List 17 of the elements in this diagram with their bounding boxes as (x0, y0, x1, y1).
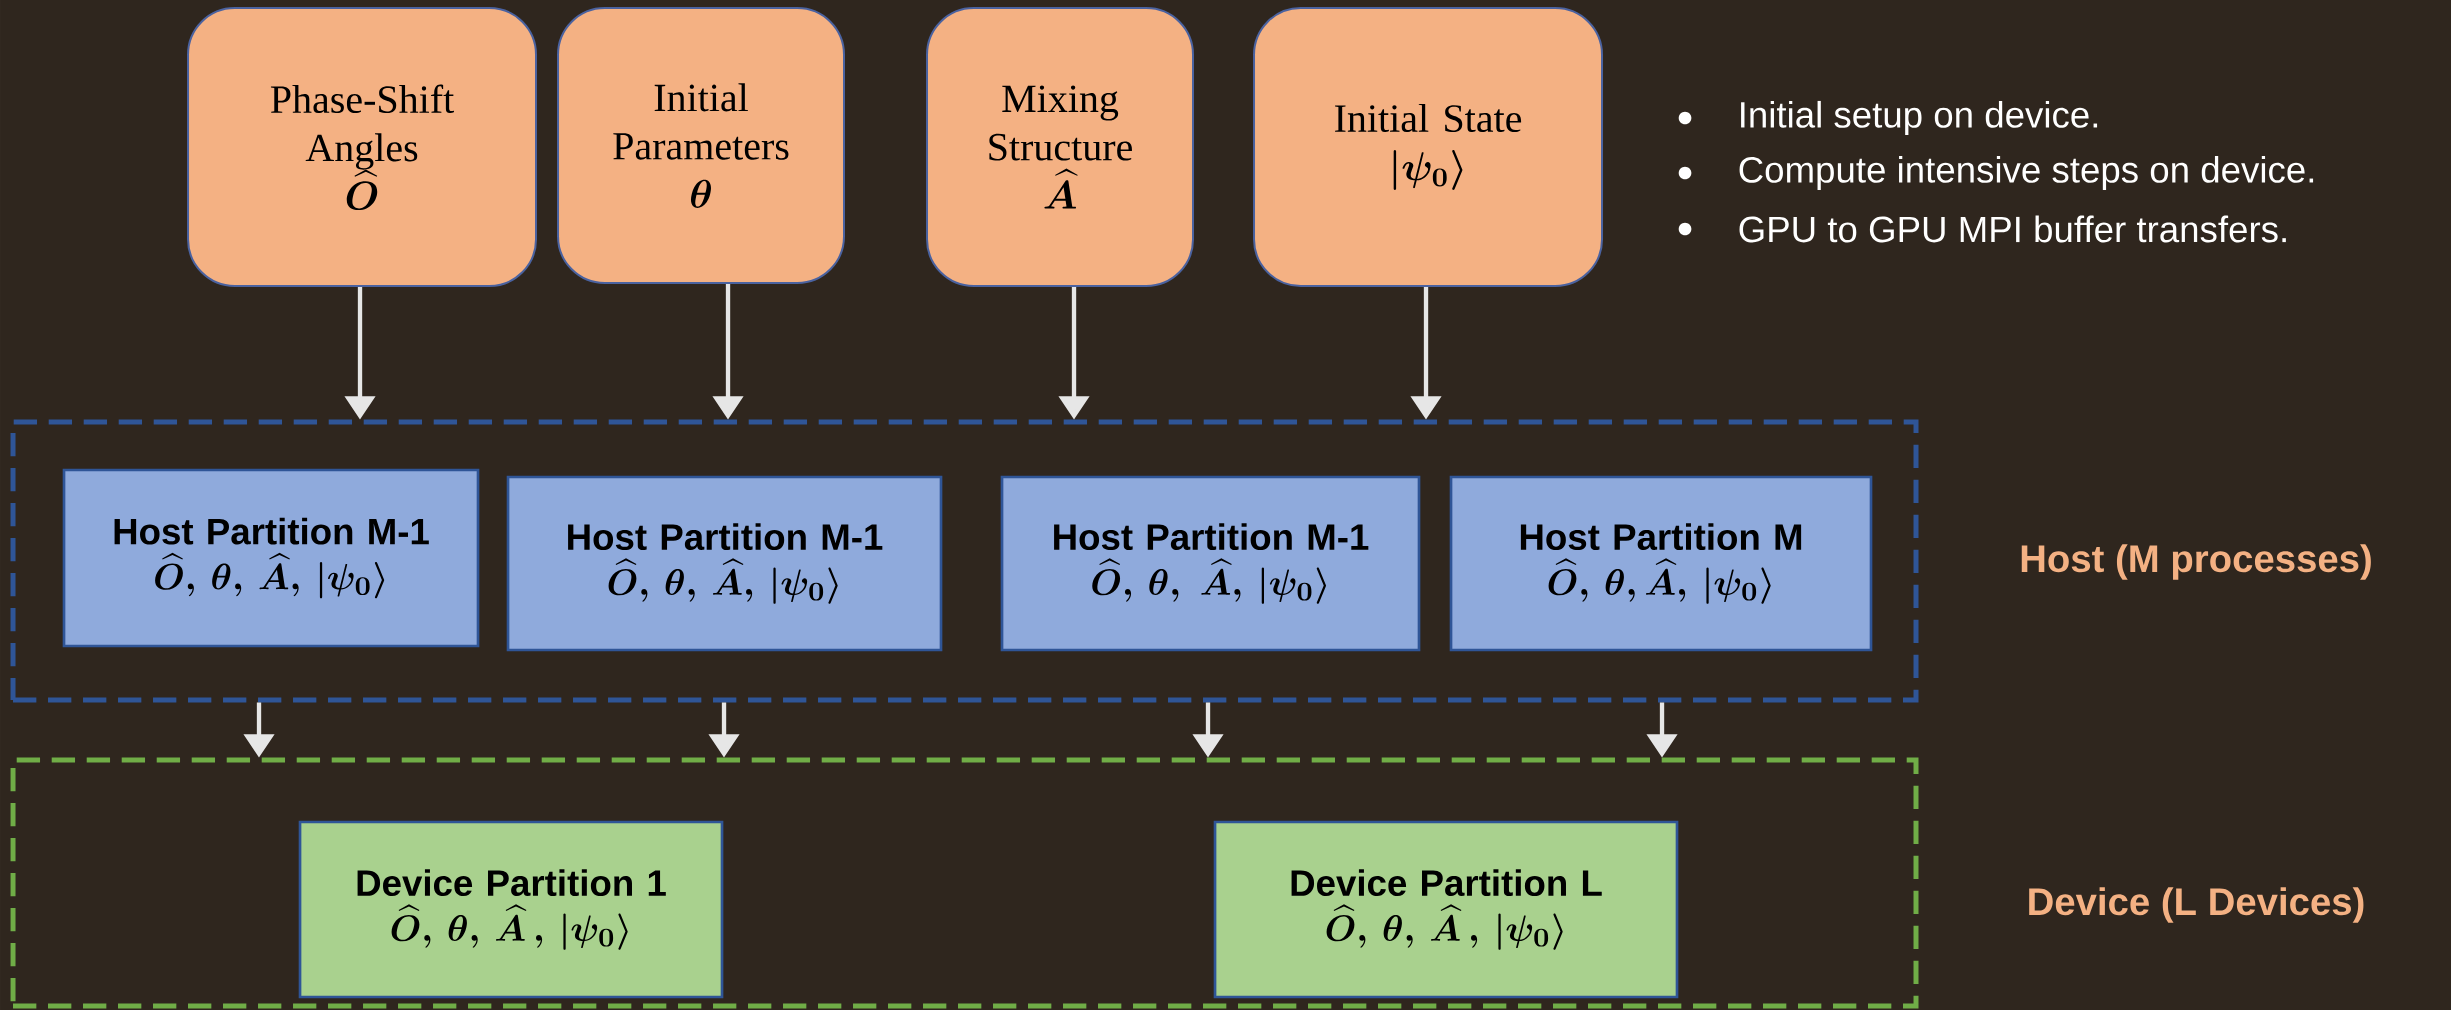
host-partition-box: Host Partition M-1 $\boldsymbol{\widehat{O},\,\theta,\;\widehat{A},\,|\psi_0\rangle}$ (1000, 475, 1421, 652)
device-partition-box: Device Partition 1 $\boldsymbol{\widehat{O},\,\theta,\,\widehat{A}\,,\,|\psi_0\rangle}$ (298, 820, 724, 999)
device-group-frame (10, 757, 1919, 1009)
bullet-text: Initial setup on device. (1741, 100, 2098, 136)
host-partition-box: Host Partition M $\boldsymbol{\widehat{O},\,\theta,\widehat{A},\,|\psi_0\rangle}$ (1449, 475, 1873, 652)
host-partition-box: Host Partition M-1 $\boldsymbol{\widehat{O},\,\theta,\,\widehat{A},\,|\psi_0\rangle}$ (506, 475, 943, 652)
input-box: Initial State $\boldsymbol{|\psi_0\rangle}$ (1253, 7, 1603, 287)
input-box: Phase-Shift Angles $\boldsymbol{\widehat{O}}$ (187, 7, 537, 287)
device-partition-box: Device Partition L $\boldsymbol{\widehat{O},\,\theta,\,\widehat{A}\,,\,|\psi_0\rangle}$ (1213, 820, 1679, 999)
host-group-frame (10, 419, 1919, 703)
bullet-text: Compute intensive steps on device. (1739, 155, 2314, 191)
input-box: Mixing Structure $\boldsymbol{\widehat{A}}$ (926, 7, 1194, 287)
bullet-text: GPU to GPU MPI buffer transfers. (1739, 215, 2286, 243)
side-label: Device (L Devices) (2029, 887, 2364, 923)
host-partition-box: Host Partition M-1 $\boldsymbol{\widehat{O},\,\theta,\,\widehat{A},\,|\psi_0\rangle}$ (62, 468, 480, 648)
side-label: Host (M processes) (2021, 544, 2371, 580)
input-box: Initial Parameters $\boldsymbol{\theta}$ (557, 7, 845, 284)
